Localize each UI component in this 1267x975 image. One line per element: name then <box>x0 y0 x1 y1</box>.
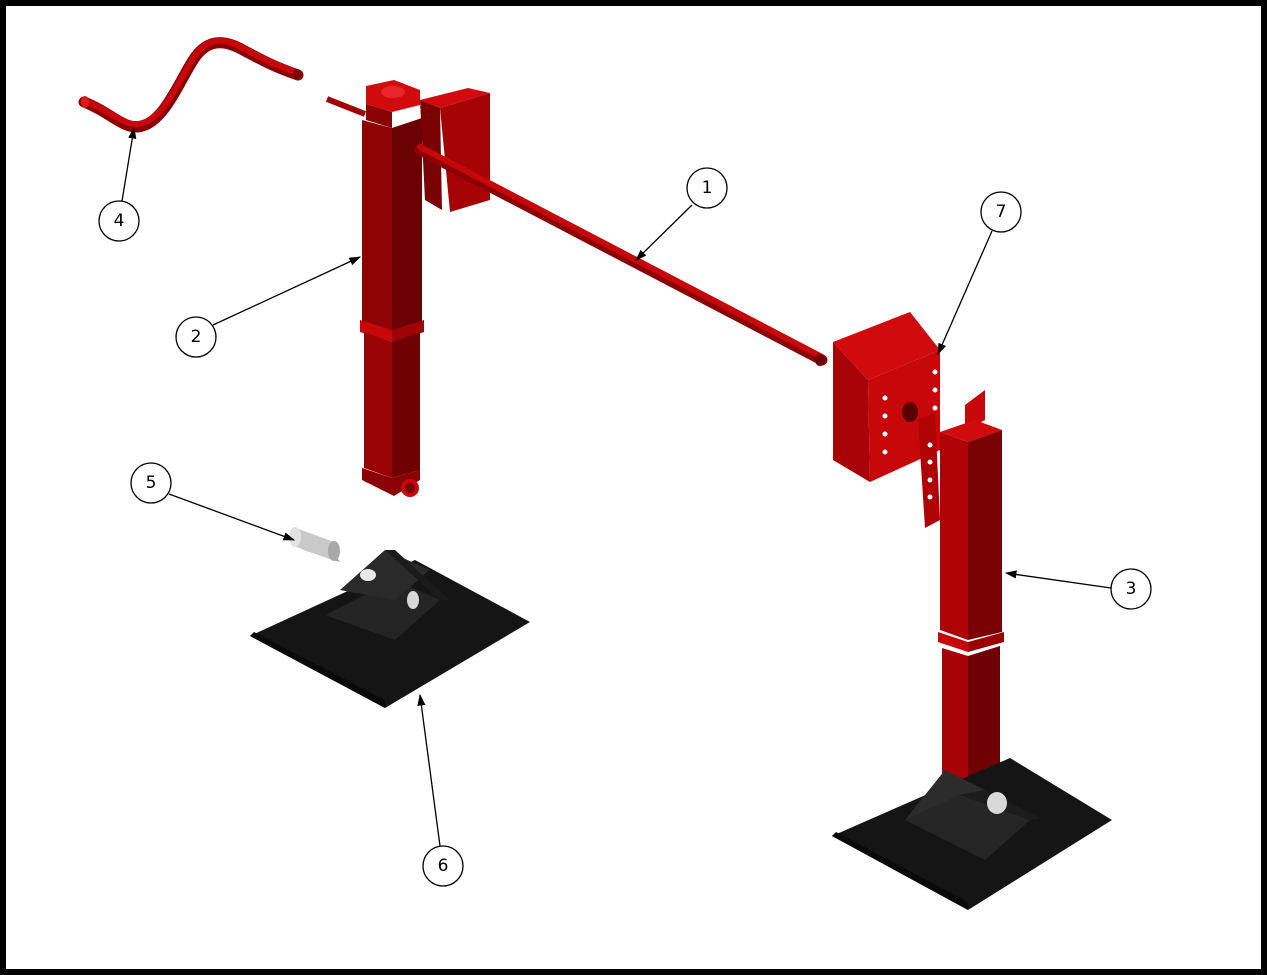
pin-part <box>289 527 340 562</box>
right-jack-tube-part <box>918 390 1004 796</box>
callout-label-2: 2 <box>191 327 202 347</box>
callout-label-1: 1 <box>702 178 713 198</box>
callout-4: 4 <box>98 200 140 242</box>
leader-line-1 <box>635 204 693 261</box>
callout-label-6: 6 <box>438 856 449 876</box>
callout-label-4: 4 <box>114 211 125 231</box>
callout-6: 6 <box>422 845 464 887</box>
callout-5: 5 <box>130 462 172 504</box>
callout-3: 3 <box>1110 568 1152 610</box>
crank-handle-part <box>78 37 304 133</box>
cross-shaft-part <box>414 144 828 366</box>
leader-line-2 <box>212 256 362 326</box>
right-jack-foot <box>832 758 1112 910</box>
callout-label-7: 7 <box>996 202 1007 222</box>
leader-lines <box>121 126 1112 847</box>
foot-plate-part <box>250 550 530 708</box>
callout-label-5: 5 <box>146 473 157 493</box>
callout-2: 2 <box>175 316 217 358</box>
leader-line-4 <box>121 126 137 202</box>
callout-1: 1 <box>686 167 728 209</box>
left-jack-tube-part <box>325 80 490 497</box>
leader-line-3 <box>1004 570 1112 589</box>
callout-7: 7 <box>980 191 1022 233</box>
leader-line-5 <box>168 493 296 541</box>
callout-label-3: 3 <box>1126 579 1137 599</box>
callout-balloons: 1 2 3 4 5 6 7 <box>98 167 1152 887</box>
leader-line-7 <box>937 230 993 356</box>
leader-line-6 <box>417 693 441 847</box>
